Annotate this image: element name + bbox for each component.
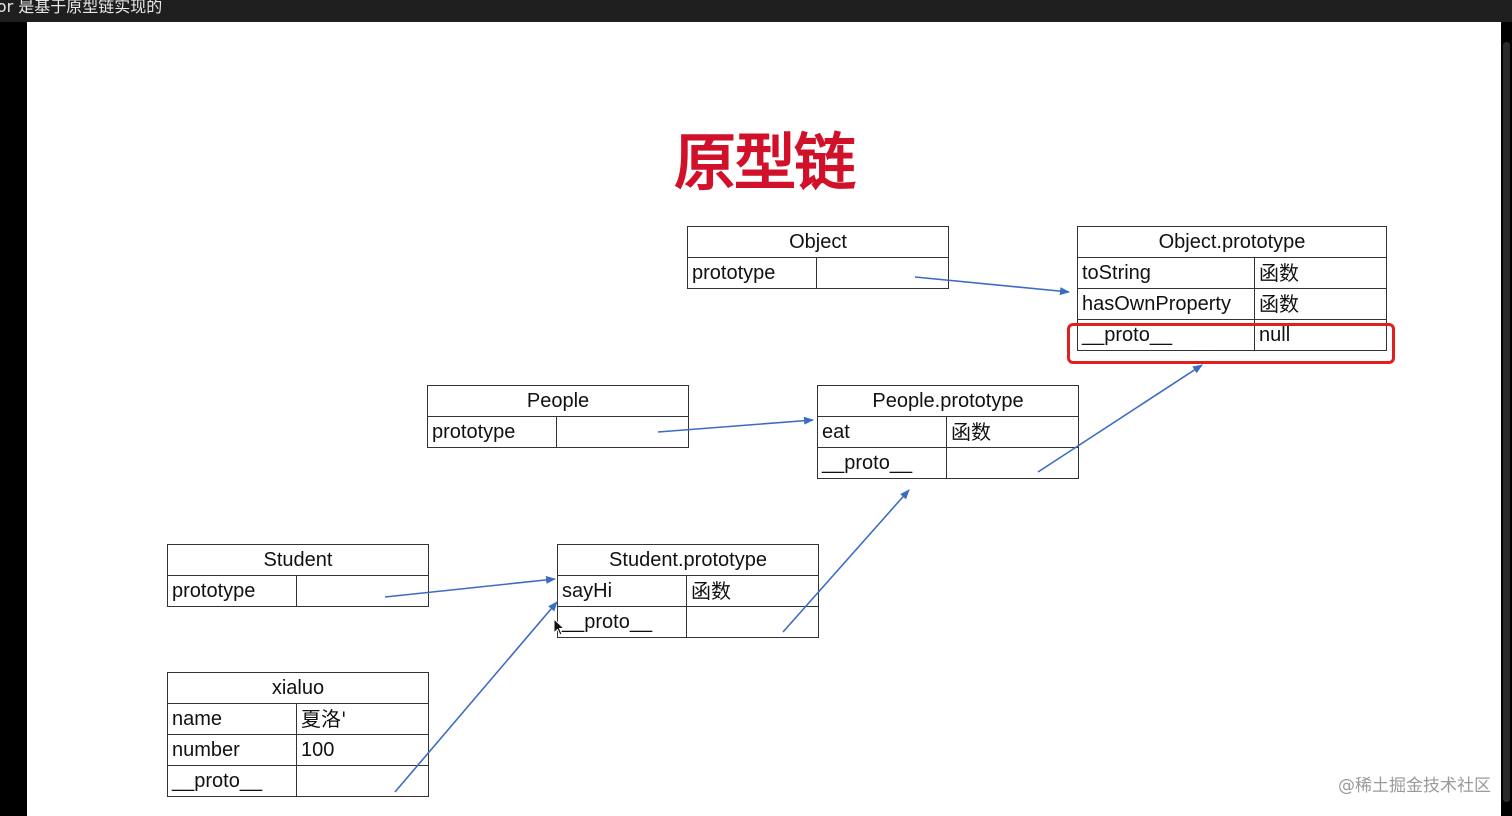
tostring-key: toString — [1077, 257, 1255, 289]
object-prototype-box: Object.prototype toString 函数 hasOwnPrope… — [1077, 226, 1387, 351]
watermark: @稀土掘金技术社区 — [1338, 776, 1491, 796]
student-prototype-key: prototype — [167, 575, 297, 607]
object-prototype-key: prototype — [687, 257, 817, 289]
tostring-value: 函数 — [1254, 257, 1387, 289]
people-prototype-value — [556, 416, 689, 448]
people-proto-value — [946, 447, 1079, 479]
xialuo-box: xialuo name 夏洛' number 100 __proto__ — [167, 672, 429, 797]
number-key: number — [167, 734, 297, 766]
left-margin — [0, 22, 27, 816]
name-value: 夏洛' — [296, 703, 429, 735]
object-box: Object prototype — [687, 226, 949, 289]
window-title: cor 是基于原型链实现的 — [0, 0, 163, 16]
student-proto-value — [686, 606, 819, 638]
people-prototype-key: prototype — [427, 416, 557, 448]
student-prototype-box-header: Student.prototype — [557, 544, 819, 576]
scrollbar[interactable] — [1501, 22, 1512, 816]
student-prototype-box: Student.prototype sayHi 函数 __proto__ — [557, 544, 819, 638]
eat-key: eat — [817, 416, 947, 448]
sayhi-value: 函数 — [686, 575, 819, 607]
student-box-header: Student — [167, 544, 429, 576]
people-box-header: People — [427, 385, 689, 417]
student-proto-key: __proto__ — [557, 606, 687, 638]
window-title-bar: cor 是基于原型链实现的 — [0, 0, 1512, 22]
eat-value: 函数 — [946, 416, 1079, 448]
student-box: Student prototype — [167, 544, 429, 607]
null-proto-highlight — [1067, 323, 1395, 364]
people-box: People prototype — [427, 385, 689, 448]
object-box-header: Object — [687, 226, 949, 258]
xialuo-proto-value — [296, 765, 429, 797]
people-prototype-box-header: People.prototype — [817, 385, 1079, 417]
people-proto-key: __proto__ — [817, 447, 947, 479]
number-value: 100 — [296, 734, 429, 766]
hasownproperty-key: hasOwnProperty — [1077, 288, 1255, 320]
object-prototype-value — [816, 257, 949, 289]
xialuo-proto-key: __proto__ — [167, 765, 297, 797]
slide-title: 原型链 — [673, 126, 856, 199]
hasownproperty-value: 函数 — [1254, 288, 1387, 320]
slide-canvas: 原型链 Object prototype Object.prototype to… — [27, 22, 1501, 816]
object-prototype-box-header: Object.prototype — [1077, 226, 1387, 258]
scrollbar-thumb[interactable] — [1503, 42, 1510, 802]
sayhi-key: sayHi — [557, 575, 687, 607]
student-prototype-value — [296, 575, 429, 607]
mouse-pointer-icon — [553, 618, 565, 636]
name-key: name — [167, 703, 297, 735]
people-prototype-box: People.prototype eat 函数 __proto__ — [817, 385, 1079, 479]
xialuo-box-header: xialuo — [167, 672, 429, 704]
